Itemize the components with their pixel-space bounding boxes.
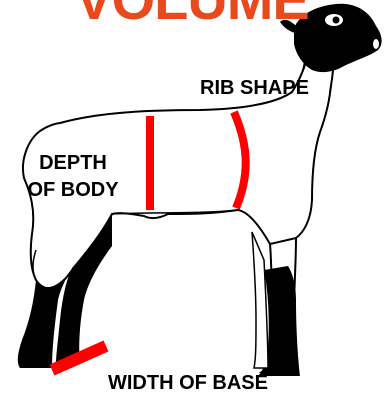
rib-shape-label: RIB SHAPE: [200, 78, 309, 98]
depth-of-body-label-line2: OF BODY: [18, 177, 128, 204]
front-leg-far: [252, 232, 268, 368]
depth-of-body-label: DEPTH OF BODY: [18, 150, 128, 204]
lamb-nostril: [373, 39, 379, 49]
diagram-title: VOLUME: [0, 0, 384, 28]
width-of-base-label: WIDTH OF BASE: [108, 373, 268, 393]
depth-of-body-label-line1: DEPTH: [18, 150, 128, 177]
